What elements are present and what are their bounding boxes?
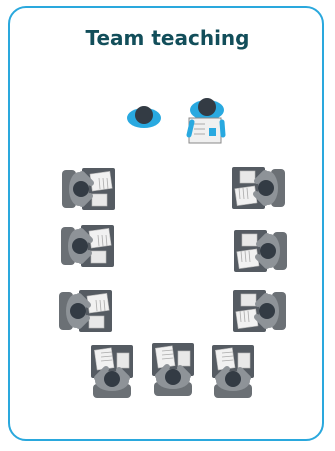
student-desk-icon [233, 290, 286, 332]
teacher-icon [127, 106, 161, 128]
student-desk-icon [91, 345, 133, 398]
student-desk-icon [152, 343, 194, 396]
student-desk-icon [232, 167, 285, 209]
diagram-title: Team teaching [85, 26, 250, 50]
student-desk-icon [62, 168, 115, 210]
student-desk-icon [234, 230, 287, 272]
student-desk-icon [61, 225, 114, 267]
student-desk-icon [59, 290, 112, 332]
student-desk-icon [212, 345, 254, 398]
teacher-icon [186, 98, 226, 144]
